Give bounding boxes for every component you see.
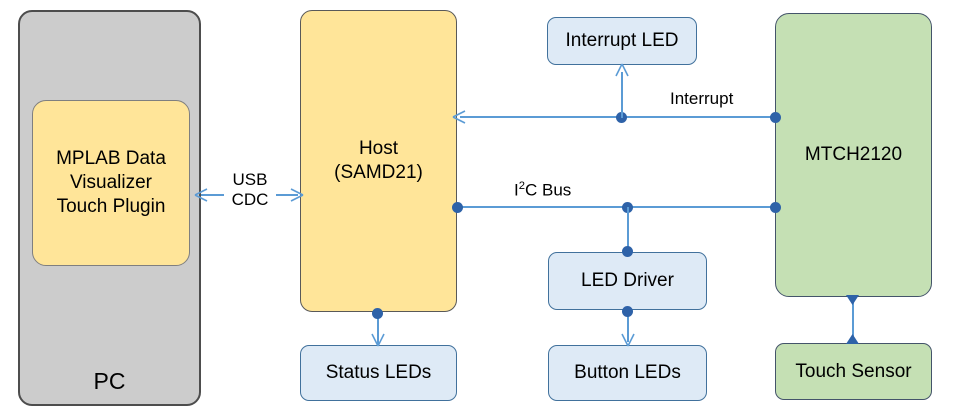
status-leds-box: Status LEDs [300, 345, 457, 401]
pc-label: PC [93, 368, 126, 395]
mtch2120-label: MTCH2120 [804, 144, 903, 166]
mplab-label: MPLAB Data Visualizer Touch Plugin [56, 148, 166, 217]
host-samd21-box: Host (SAMD21) [300, 10, 457, 312]
i2c-label-prefix: I [514, 180, 519, 200]
touch-sensor-label: Touch Sensor [795, 360, 912, 382]
interrupt-led-arrow [615, 63, 629, 77]
touch-sensor-box: Touch Sensor [775, 343, 932, 400]
interrupt-junction-mtch-dot [770, 112, 781, 123]
led-driver-to-button-leds-line [627, 310, 629, 342]
i2c-bus-label: I2C Bus [510, 180, 576, 201]
usb-cdc-arrow-left [194, 188, 208, 202]
host-to-status-leds-line [377, 312, 379, 344]
mtch-touch-sensor-arrow-top [846, 295, 859, 305]
mtch-to-touch-sensor-line [852, 297, 854, 343]
led-driver-output-dot [622, 306, 633, 317]
led-driver-box: LED Driver [548, 252, 707, 310]
i2c-junction-mtch-dot [770, 202, 781, 213]
usb-cdc-arrow-right [290, 188, 304, 202]
interrupt-arrow-to-host [452, 110, 466, 124]
button-leds-box: Button LEDs [548, 345, 707, 401]
interrupt-led-box: Interrupt LED [547, 17, 697, 65]
mplab-data-visualizer-touch-plugin-box: MPLAB Data Visualizer Touch Plugin [32, 100, 190, 266]
mtch2120-box: MTCH2120 [775, 13, 932, 297]
i2c-junction-host-dot [452, 202, 463, 213]
led-driver-branch-line [627, 207, 629, 253]
button-leds-label: Button LEDs [574, 362, 681, 384]
led-driver-connection-dot [622, 246, 633, 257]
mtch-touch-sensor-arrow-bottom [846, 334, 859, 344]
i2c-label-superscript: 2 [518, 180, 525, 192]
button-leds-arrow [621, 333, 635, 347]
host-label: Host (SAMD21) [334, 138, 423, 183]
host-status-leds-dot [372, 308, 383, 319]
interrupt-led-branch-line [621, 72, 623, 118]
usb-cdc-label: USB CDC [224, 170, 276, 210]
status-leds-arrow [371, 333, 385, 347]
interrupt-led-label: Interrupt LED [565, 30, 679, 52]
i2c-label-suffix: C Bus [524, 180, 572, 200]
i2c-bus-line [457, 206, 777, 208]
status-leds-label: Status LEDs [325, 362, 432, 384]
interrupt-label: Interrupt [666, 89, 738, 109]
led-driver-label: LED Driver [581, 270, 674, 292]
